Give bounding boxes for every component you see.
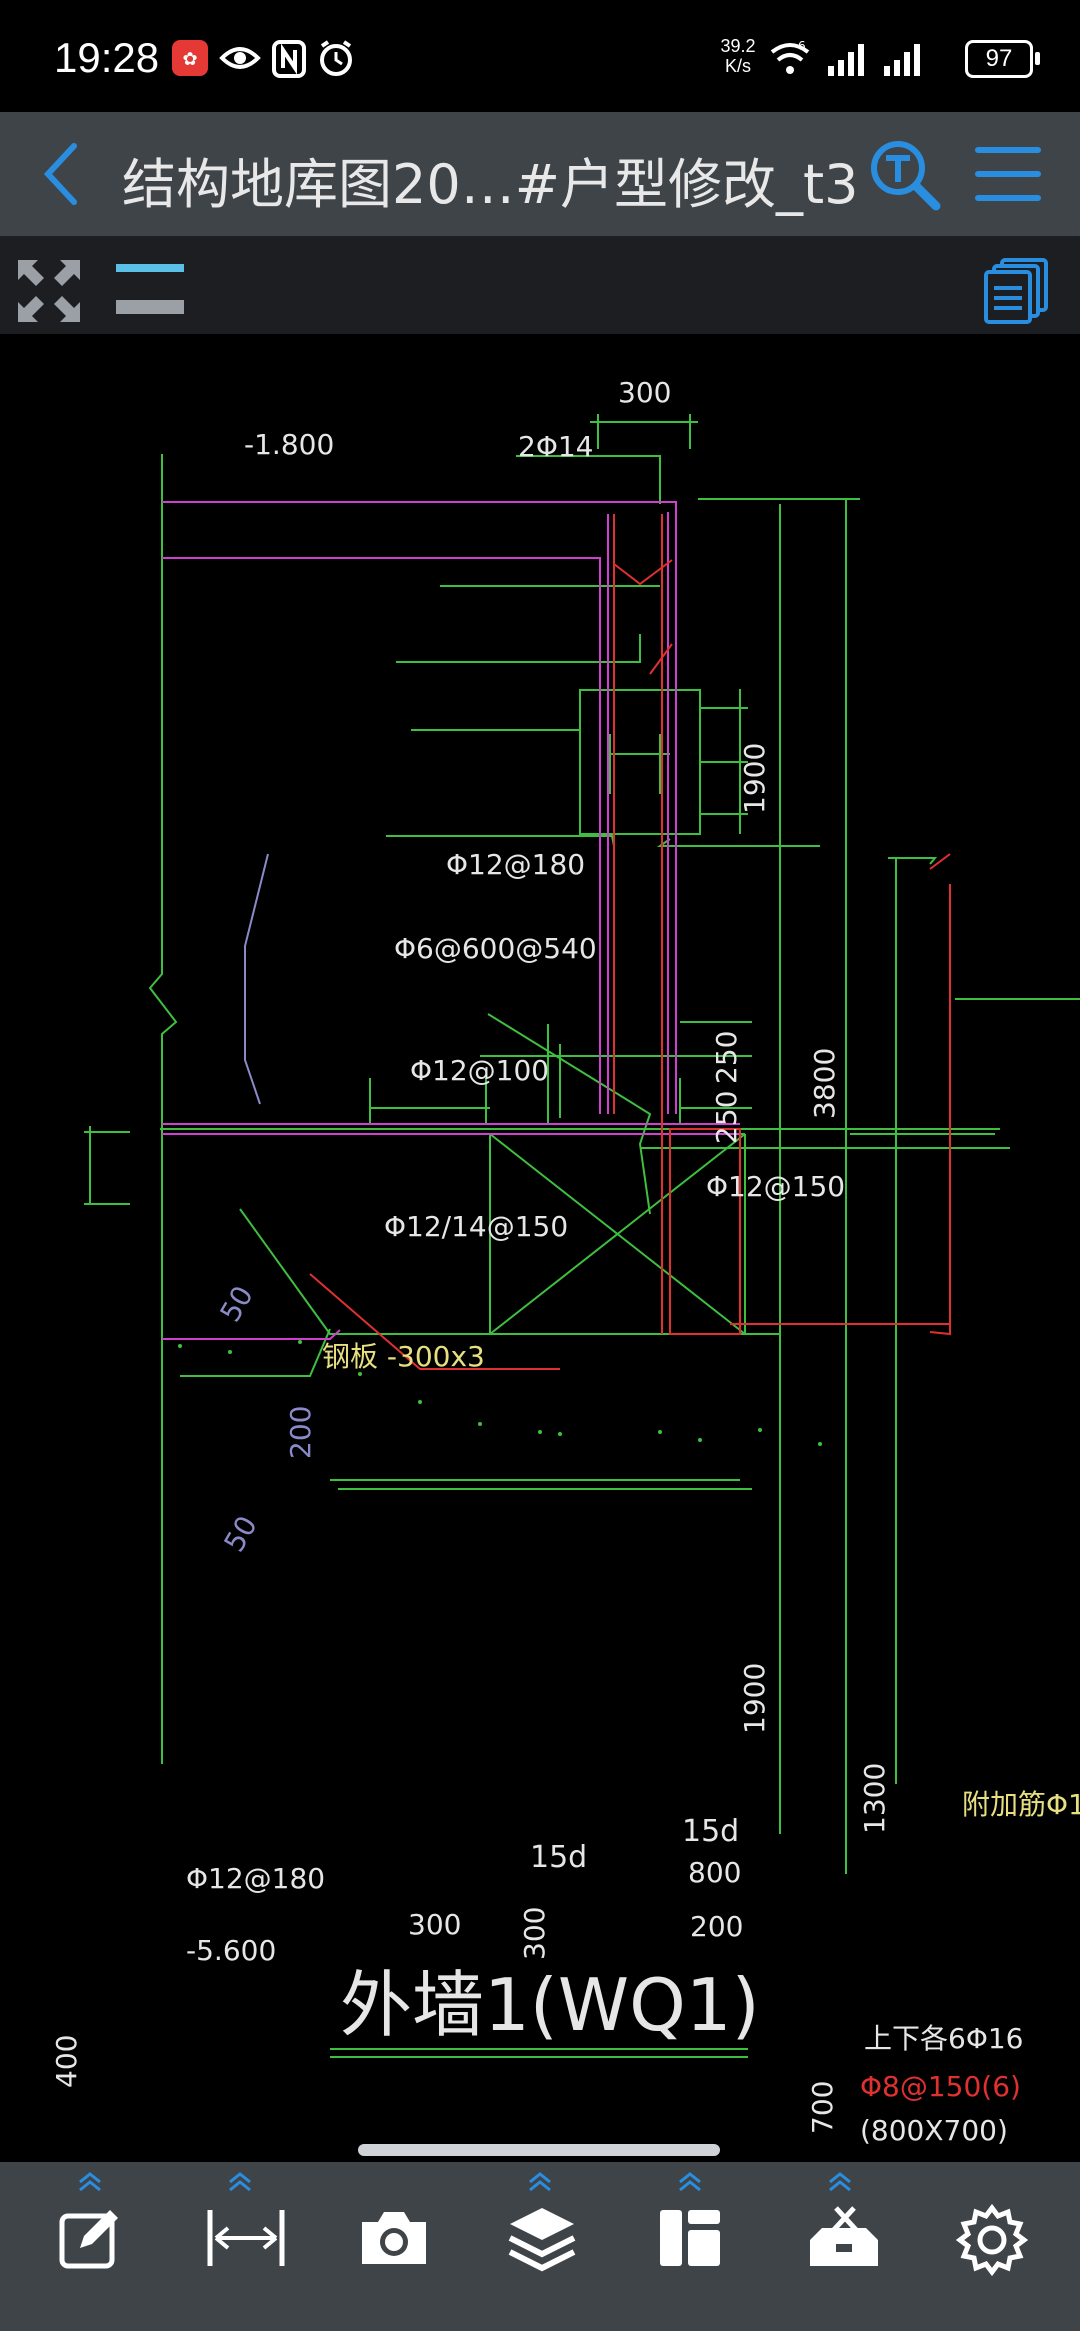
- chevron-up-icon[interactable]: [526, 2172, 554, 2192]
- edit-tool-button[interactable]: [40, 2162, 140, 2312]
- app-notification-icon: ✿: [172, 40, 208, 76]
- toolbox-tool-button[interactable]: [790, 2162, 890, 2312]
- back-arrow-icon: [43, 143, 77, 205]
- rebar-phi12-150: Φ12@150: [706, 1170, 845, 1203]
- chevron-up-icon[interactable]: [826, 2172, 854, 2192]
- elevation-top: -1.800: [244, 428, 334, 461]
- wifi-icon: 6: [770, 39, 810, 74]
- document-title: 结构地库图20…#户型修改_t3: [122, 153, 859, 216]
- dim-3800: 3800: [808, 1048, 841, 1119]
- document-list-icon: [984, 258, 1048, 324]
- measure-tool-button[interactable]: [190, 2162, 290, 2312]
- wall-outline-magenta: [162, 501, 740, 1340]
- drawing-annotations: 300 -1.800 2Φ14 1900 Φ12@180 Φ6@600@540 …: [50, 376, 1080, 2147]
- text-search-button[interactable]: [864, 134, 944, 214]
- edit-icon[interactable]: [56, 2204, 124, 2272]
- layers-tool-button[interactable]: [490, 2162, 590, 2312]
- layout-list-button[interactable]: [984, 258, 1050, 326]
- measure-icon[interactable]: [206, 2204, 286, 2272]
- hamburger-menu-icon: [975, 147, 1041, 201]
- concrete-hatch: [178, 1340, 822, 1446]
- fullscreen-icon: [18, 260, 80, 322]
- rebar-phi12-14: Φ12/14@150: [384, 1210, 568, 1243]
- dim-300-vertical: 300: [518, 1907, 551, 1960]
- camera-tool-button[interactable]: [340, 2162, 440, 2312]
- status-bar: 19:28 ✿ 39.2 K/s 6: [0, 0, 1080, 112]
- stirrup-label: Φ8@150(6): [860, 2070, 1021, 2103]
- dim-1900-lower: 1900: [738, 1663, 771, 1734]
- dim-700: 700: [806, 2081, 839, 2134]
- dim-300-top: 300: [618, 376, 671, 409]
- svg-text:✿: ✿: [182, 49, 197, 70]
- cell-signal-icon-2: [884, 44, 920, 76]
- drawing-title: 外墙1(WQ1): [340, 1963, 760, 2047]
- battery-indicator: 97: [965, 40, 1040, 78]
- dim-250-a: 250: [710, 1091, 743, 1144]
- status-right-group: 39.2 K/s 6 97: [710, 36, 1040, 82]
- extra-rebar-label: 附加筋Φ16@: [962, 1788, 1080, 1821]
- cad-drawing-canvas[interactable]: 300 -1.800 2Φ14 1900 Φ12@180 Φ6@600@540 …: [0, 334, 1080, 2162]
- dim-300-mid: 300: [408, 1908, 461, 1941]
- wall-outline-green: [84, 414, 1080, 1874]
- app-header: 结构地库图20…#户型修改_t3: [0, 112, 1080, 236]
- title-underline: [330, 2048, 748, 2058]
- rebar-phi12-180-a: Φ12@180: [446, 848, 585, 881]
- chevron-up-icon[interactable]: [226, 2172, 254, 2192]
- nfc-icon: [272, 40, 306, 78]
- dim-200-left: 200: [284, 1406, 317, 1459]
- rebar-2phi14: 2Φ14: [518, 430, 593, 463]
- current-layer-color[interactable]: [116, 264, 184, 272]
- dim-15d-a: 15d: [530, 1840, 588, 1875]
- fullscreen-button[interactable]: [14, 256, 84, 326]
- dim-50-a: 50: [213, 1280, 259, 1327]
- rebar-top-bottom: 上下各6Φ16: [864, 2022, 1023, 2055]
- beam-size: (800X700): [860, 2114, 1008, 2147]
- dim-50-b: 50: [217, 1510, 263, 1557]
- dim-1300: 1300: [858, 1763, 891, 1834]
- back-button[interactable]: [30, 136, 100, 212]
- dim-200-right: 200: [690, 1910, 743, 1943]
- status-notification-icons: ✿: [172, 40, 352, 78]
- eye-icon: [219, 47, 261, 69]
- layout-icon[interactable]: [656, 2204, 724, 2272]
- rebar-phi6: Φ6@600@540: [394, 932, 597, 965]
- settings-tool-button[interactable]: [940, 2162, 1040, 2312]
- layers-icon[interactable]: [506, 2204, 578, 2272]
- layout-tool-button[interactable]: [640, 2162, 740, 2312]
- dim-800: 800: [688, 1856, 741, 1889]
- text-search-icon: [871, 141, 941, 211]
- dim-15d-b: 15d: [682, 1814, 740, 1849]
- toolbox-icon[interactable]: [806, 2204, 882, 2272]
- bottom-toolbar: [0, 2162, 1080, 2331]
- home-indicator[interactable]: [358, 2144, 720, 2156]
- chevron-up-icon[interactable]: [76, 2172, 104, 2192]
- dim-400: 400: [50, 2035, 83, 2088]
- menu-button[interactable]: [972, 138, 1044, 210]
- steel-plate-detail: [244, 853, 269, 1105]
- rebar-phi12-100: Φ12@100: [410, 1054, 549, 1087]
- signal-icons: 6: [770, 39, 920, 76]
- status-time: 19:28: [54, 34, 160, 81]
- svg-text:6: 6: [798, 39, 806, 53]
- elevation-bottom: -5.600: [186, 1934, 276, 1967]
- camera-icon[interactable]: [356, 2204, 432, 2272]
- dim-1900-upper: 1900: [738, 743, 771, 814]
- steel-plate-label: 钢板 -300x3: [322, 1340, 485, 1373]
- alarm-icon: [320, 40, 352, 76]
- rebar-lines-red: [309, 514, 951, 1370]
- netspeed-indicator: 39.2 K/s: [710, 36, 766, 76]
- netspeed-value: 39.2: [720, 36, 756, 56]
- sub-toolbar: [0, 236, 1080, 334]
- settings-icon[interactable]: [956, 2204, 1028, 2276]
- cell-signal-icon-1: [828, 44, 864, 76]
- rebar-phi12-180-b: Φ12@180: [186, 1862, 326, 1895]
- layer-line-weight[interactable]: [116, 300, 184, 314]
- dim-250-b: 250: [710, 1031, 743, 1084]
- netspeed-unit: K/s: [724, 56, 751, 76]
- chevron-up-icon[interactable]: [676, 2172, 704, 2192]
